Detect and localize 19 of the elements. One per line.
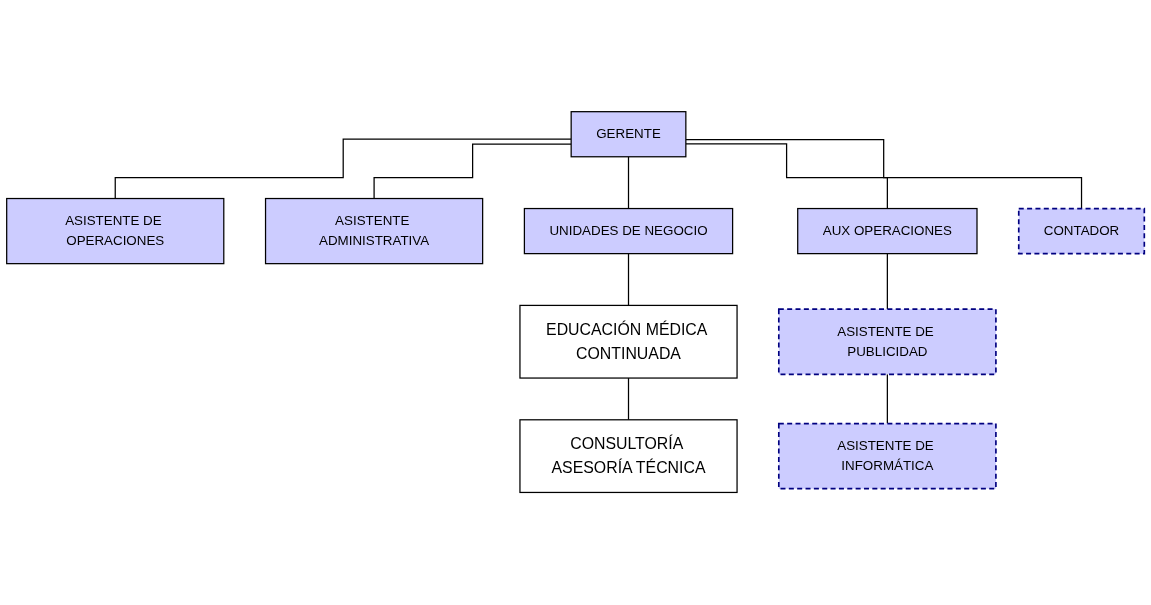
connector: [373, 143, 572, 200]
connector: [886, 253, 888, 311]
node-box: ASISTENTE DE INFORMÁTICA: [777, 423, 997, 490]
connector: [114, 138, 572, 200]
connector: [627, 377, 630, 421]
node-box: CONSULTORÍA ASESORÍA TÉCNICA: [519, 419, 738, 494]
connector: [685, 143, 888, 210]
node-box: GERENTE: [570, 111, 687, 158]
node-box: UNIDADES DE NEGOCIO: [523, 208, 734, 255]
node-box: AUX OPERACIONES: [797, 208, 978, 255]
connector: [627, 253, 630, 307]
node-box: ASISTENTE ADMINISTRATIVA: [264, 198, 484, 265]
node-box: ASISTENTE DE PUBLICIDAD: [777, 308, 997, 376]
node-box: EDUCACIÓN MÉDICA CONTINUADA: [519, 305, 738, 380]
node-box: CONTADOR: [1017, 208, 1146, 255]
connector: [627, 156, 630, 210]
connector: [886, 374, 888, 425]
node-box: ASISTENTE DE OPERACIONES: [6, 198, 225, 265]
connector: [685, 139, 1083, 210]
